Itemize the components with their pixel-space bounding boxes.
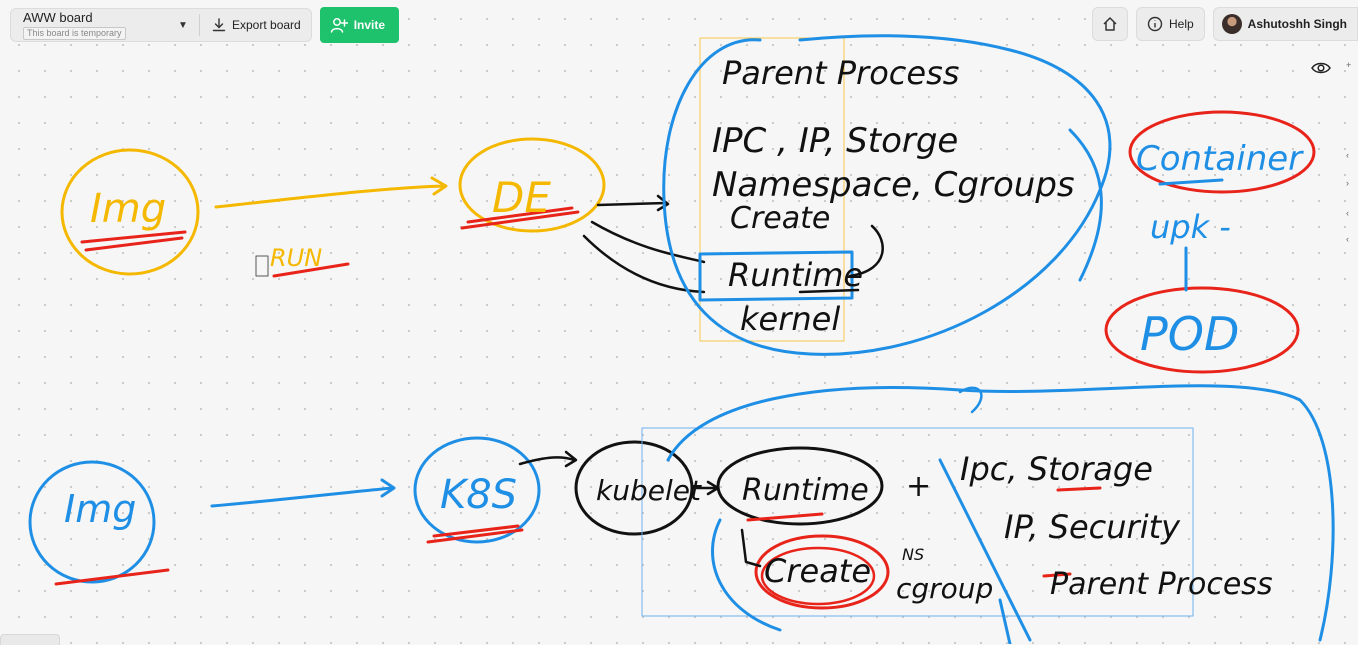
img-top-circle (60, 148, 200, 276)
container-label: Container (1136, 139, 1304, 179)
board-name-area[interactable]: AWW board This board is temporary (23, 9, 173, 40)
expand-icon[interactable]: › (1346, 178, 1349, 188)
create-arrow (740, 528, 762, 568)
create-line-label: Create (730, 201, 830, 236)
k8s-underline (426, 524, 524, 544)
add-user-icon (330, 18, 348, 33)
home-icon (1103, 17, 1117, 31)
tool-icon[interactable]: ‹ (1346, 208, 1349, 218)
view-toggle-button[interactable] (1310, 58, 1332, 78)
runtime-box-blue (698, 250, 854, 302)
board-toolbar: AWW board This board is temporary ▼ Expo… (10, 7, 400, 43)
help-button[interactable]: Help (1135, 7, 1205, 41)
toolbar-divider (199, 14, 200, 36)
user-menu-button[interactable]: Ashutoshh Singh (1212, 7, 1358, 41)
selection-frame[interactable] (641, 427, 1194, 617)
sketch-text-layer: Img RUN DE Parent Process IPC , IP, Stor… (64, 54, 1304, 605)
temporary-board-badge: This board is temporary (23, 26, 126, 40)
container-underline (1158, 178, 1224, 186)
runtime-top-label: Runtime (728, 256, 863, 294)
k8s-label: K8S (440, 472, 517, 518)
parent-process-blue-loop (662, 34, 1112, 356)
cgroup-label: cgroup (896, 572, 993, 605)
de-to-runtime-arrow (582, 220, 706, 294)
side-toolbar: + ‹ › ‹ ‹ (1346, 58, 1358, 258)
parent-process-frame (699, 37, 845, 342)
arrow-img-to-k8s (210, 478, 396, 508)
bottom-blue-loop (666, 384, 1335, 644)
ns-label: NS (902, 545, 924, 564)
avatar (1221, 14, 1242, 34)
export-board-label: Export board (232, 18, 301, 32)
img-bottom-underline (54, 568, 170, 586)
board-title[interactable]: AWW board (23, 9, 93, 25)
ipc-line-label: IPC , IP, Storge (712, 121, 958, 161)
ip-security-label: IP, Security (1004, 508, 1181, 546)
runtime-bottom-label: Runtime (742, 473, 869, 508)
chevron-down-icon[interactable]: ▼ (178, 19, 188, 31)
parent-process-label: Parent Process (722, 54, 959, 92)
home-button[interactable] (1091, 7, 1128, 41)
invite-button[interactable]: Invite (319, 7, 400, 43)
account-toolbar: Help Ashutoshh Singh (1091, 7, 1358, 41)
download-icon (212, 18, 226, 32)
de-underline (460, 206, 580, 230)
runtime-bottom-circle (716, 446, 884, 526)
info-icon (1147, 16, 1163, 32)
runtime-bottom-underline (746, 512, 824, 522)
img-bottom-circle (28, 460, 156, 584)
arrow-img-to-de (214, 176, 448, 209)
upk-label: upk - (1150, 208, 1231, 246)
runtime-underline (798, 288, 860, 294)
img-top-label: Img (90, 186, 166, 232)
zoom-in-icon[interactable]: + (1346, 60, 1352, 70)
create-red-circle (754, 534, 890, 610)
k8s-to-kubelet-arrow (518, 450, 578, 468)
de-circle (458, 137, 606, 233)
img-bottom-label: Img (64, 487, 136, 531)
export-board-button[interactable]: Export board (206, 9, 307, 41)
de-label: DE (492, 173, 551, 222)
kubelet-label: kubelet (596, 474, 702, 507)
pod-circle (1104, 286, 1300, 374)
board-menu: AWW board This board is temporary ▼ Expo… (10, 8, 312, 42)
runtime-curl-arrow (848, 224, 884, 278)
kernel-label: kernel (740, 300, 840, 338)
storage-underline (1056, 486, 1102, 492)
parent-underline (1042, 572, 1072, 578)
k8s-circle (413, 436, 541, 544)
invite-label: Invite (353, 18, 386, 32)
de-to-parent-arrow (596, 194, 670, 212)
panel-icon[interactable]: ‹ (1346, 234, 1349, 244)
small-marker-box (255, 255, 269, 277)
ipc-storage-label: Ipc, Storage (960, 450, 1153, 488)
run-label: RUN (270, 244, 322, 272)
container-circle (1128, 110, 1316, 194)
namespace-line-label: Namespace, Cgroups (712, 165, 1075, 205)
create-red-circle-2 (760, 546, 876, 606)
plus-label: + (906, 469, 931, 504)
create-bottom-label: Create (764, 552, 871, 590)
run-underline (272, 262, 350, 278)
pod-label: POD (1140, 307, 1239, 361)
img-top-underline (80, 230, 187, 252)
collapse-icon[interactable]: ‹ (1346, 150, 1349, 160)
eye-icon (1311, 62, 1331, 74)
bottom-left-panel-tab[interactable] (0, 634, 60, 645)
user-name: Ashutoshh Singh (1247, 17, 1347, 31)
parent-process-bottom-label: Parent Process (1050, 567, 1273, 602)
bottom-blue-hook (958, 386, 983, 414)
help-label: Help (1168, 17, 1194, 31)
